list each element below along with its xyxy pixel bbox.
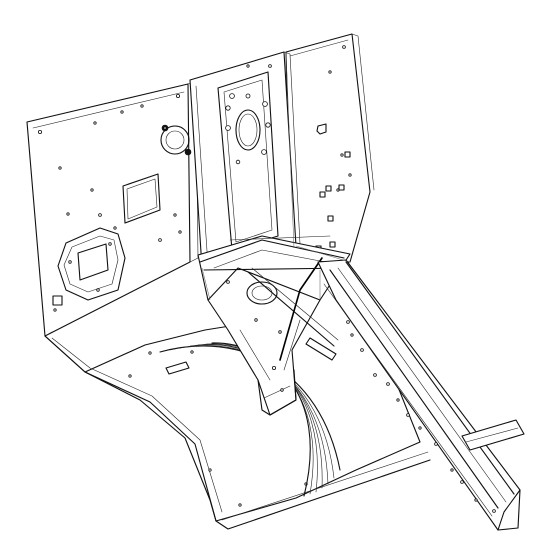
hidden-edge-lines — [201, 51, 351, 301]
left-back-panel — [26, 79, 199, 337]
central-column — [189, 51, 301, 269]
floor-base-plate — [44, 261, 431, 530]
round-mount-fitting — [160, 124, 192, 156]
diagonal-side-rail — [317, 259, 521, 531]
square-access-cutout — [122, 173, 161, 224]
lower-left-tab — [52, 295, 63, 306]
octagonal-port-flange — [57, 227, 126, 301]
lower-right-bracket — [461, 419, 525, 451]
